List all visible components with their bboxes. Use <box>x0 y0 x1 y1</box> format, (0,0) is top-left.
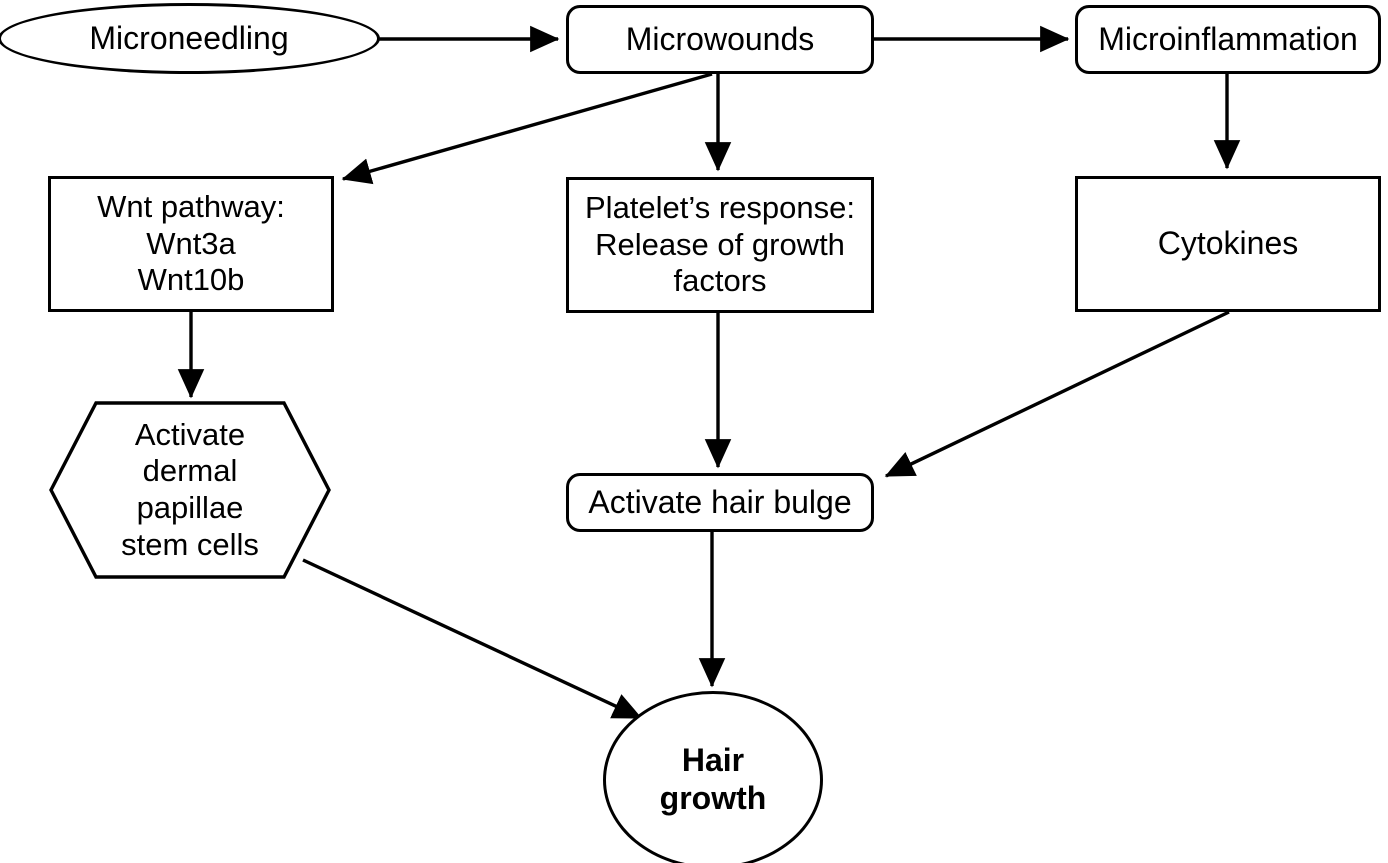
node-cytokines[interactable]: Cytokines <box>1075 176 1381 312</box>
edge-microwounds-to-wnt-pathway <box>341 72 713 185</box>
node-microinflammation-label: Microinflammation <box>1098 20 1358 57</box>
node-hair-growth[interactable]: Hair growth <box>603 691 823 863</box>
node-platelets-response[interactable]: Platelet’s response: Release of growth f… <box>566 177 874 313</box>
node-microneedling-label: Microneedling <box>89 19 289 56</box>
node-hair-growth-label: Hair growth <box>659 742 767 816</box>
node-activate-hair-bulge-label: Activate hair bulge <box>588 483 852 520</box>
node-activate-dermal-papillae-stem-cells-label: Activate dermal papillae stem cells <box>121 416 259 562</box>
node-microinflammation[interactable]: Microinflammation <box>1075 5 1381 74</box>
node-cytokines-label: Cytokines <box>1157 225 1299 262</box>
node-activate-dermal-papillae-stem-cells[interactable]: Activate dermal papillae stem cells <box>48 400 332 580</box>
node-microwounds-label: Microwounds <box>625 20 815 57</box>
edge-cytokines-to-activate-hair-bulge <box>884 310 1230 478</box>
edge-activate-dermal-papillae-stem-cells-to-hair-growth <box>302 558 643 720</box>
node-activate-hair-bulge[interactable]: Activate hair bulge <box>566 473 874 532</box>
node-microwounds[interactable]: Microwounds <box>566 5 874 74</box>
node-microneedling[interactable]: Microneedling <box>0 3 380 74</box>
node-platelets-response-label: Platelet’s response: Release of growth f… <box>585 190 855 299</box>
node-wnt-pathway[interactable]: Wnt pathway: Wnt3a Wnt10b <box>48 176 334 312</box>
hexagon-outline <box>49 401 331 579</box>
node-wnt-pathway-label: Wnt pathway: Wnt3a Wnt10b <box>97 189 285 298</box>
